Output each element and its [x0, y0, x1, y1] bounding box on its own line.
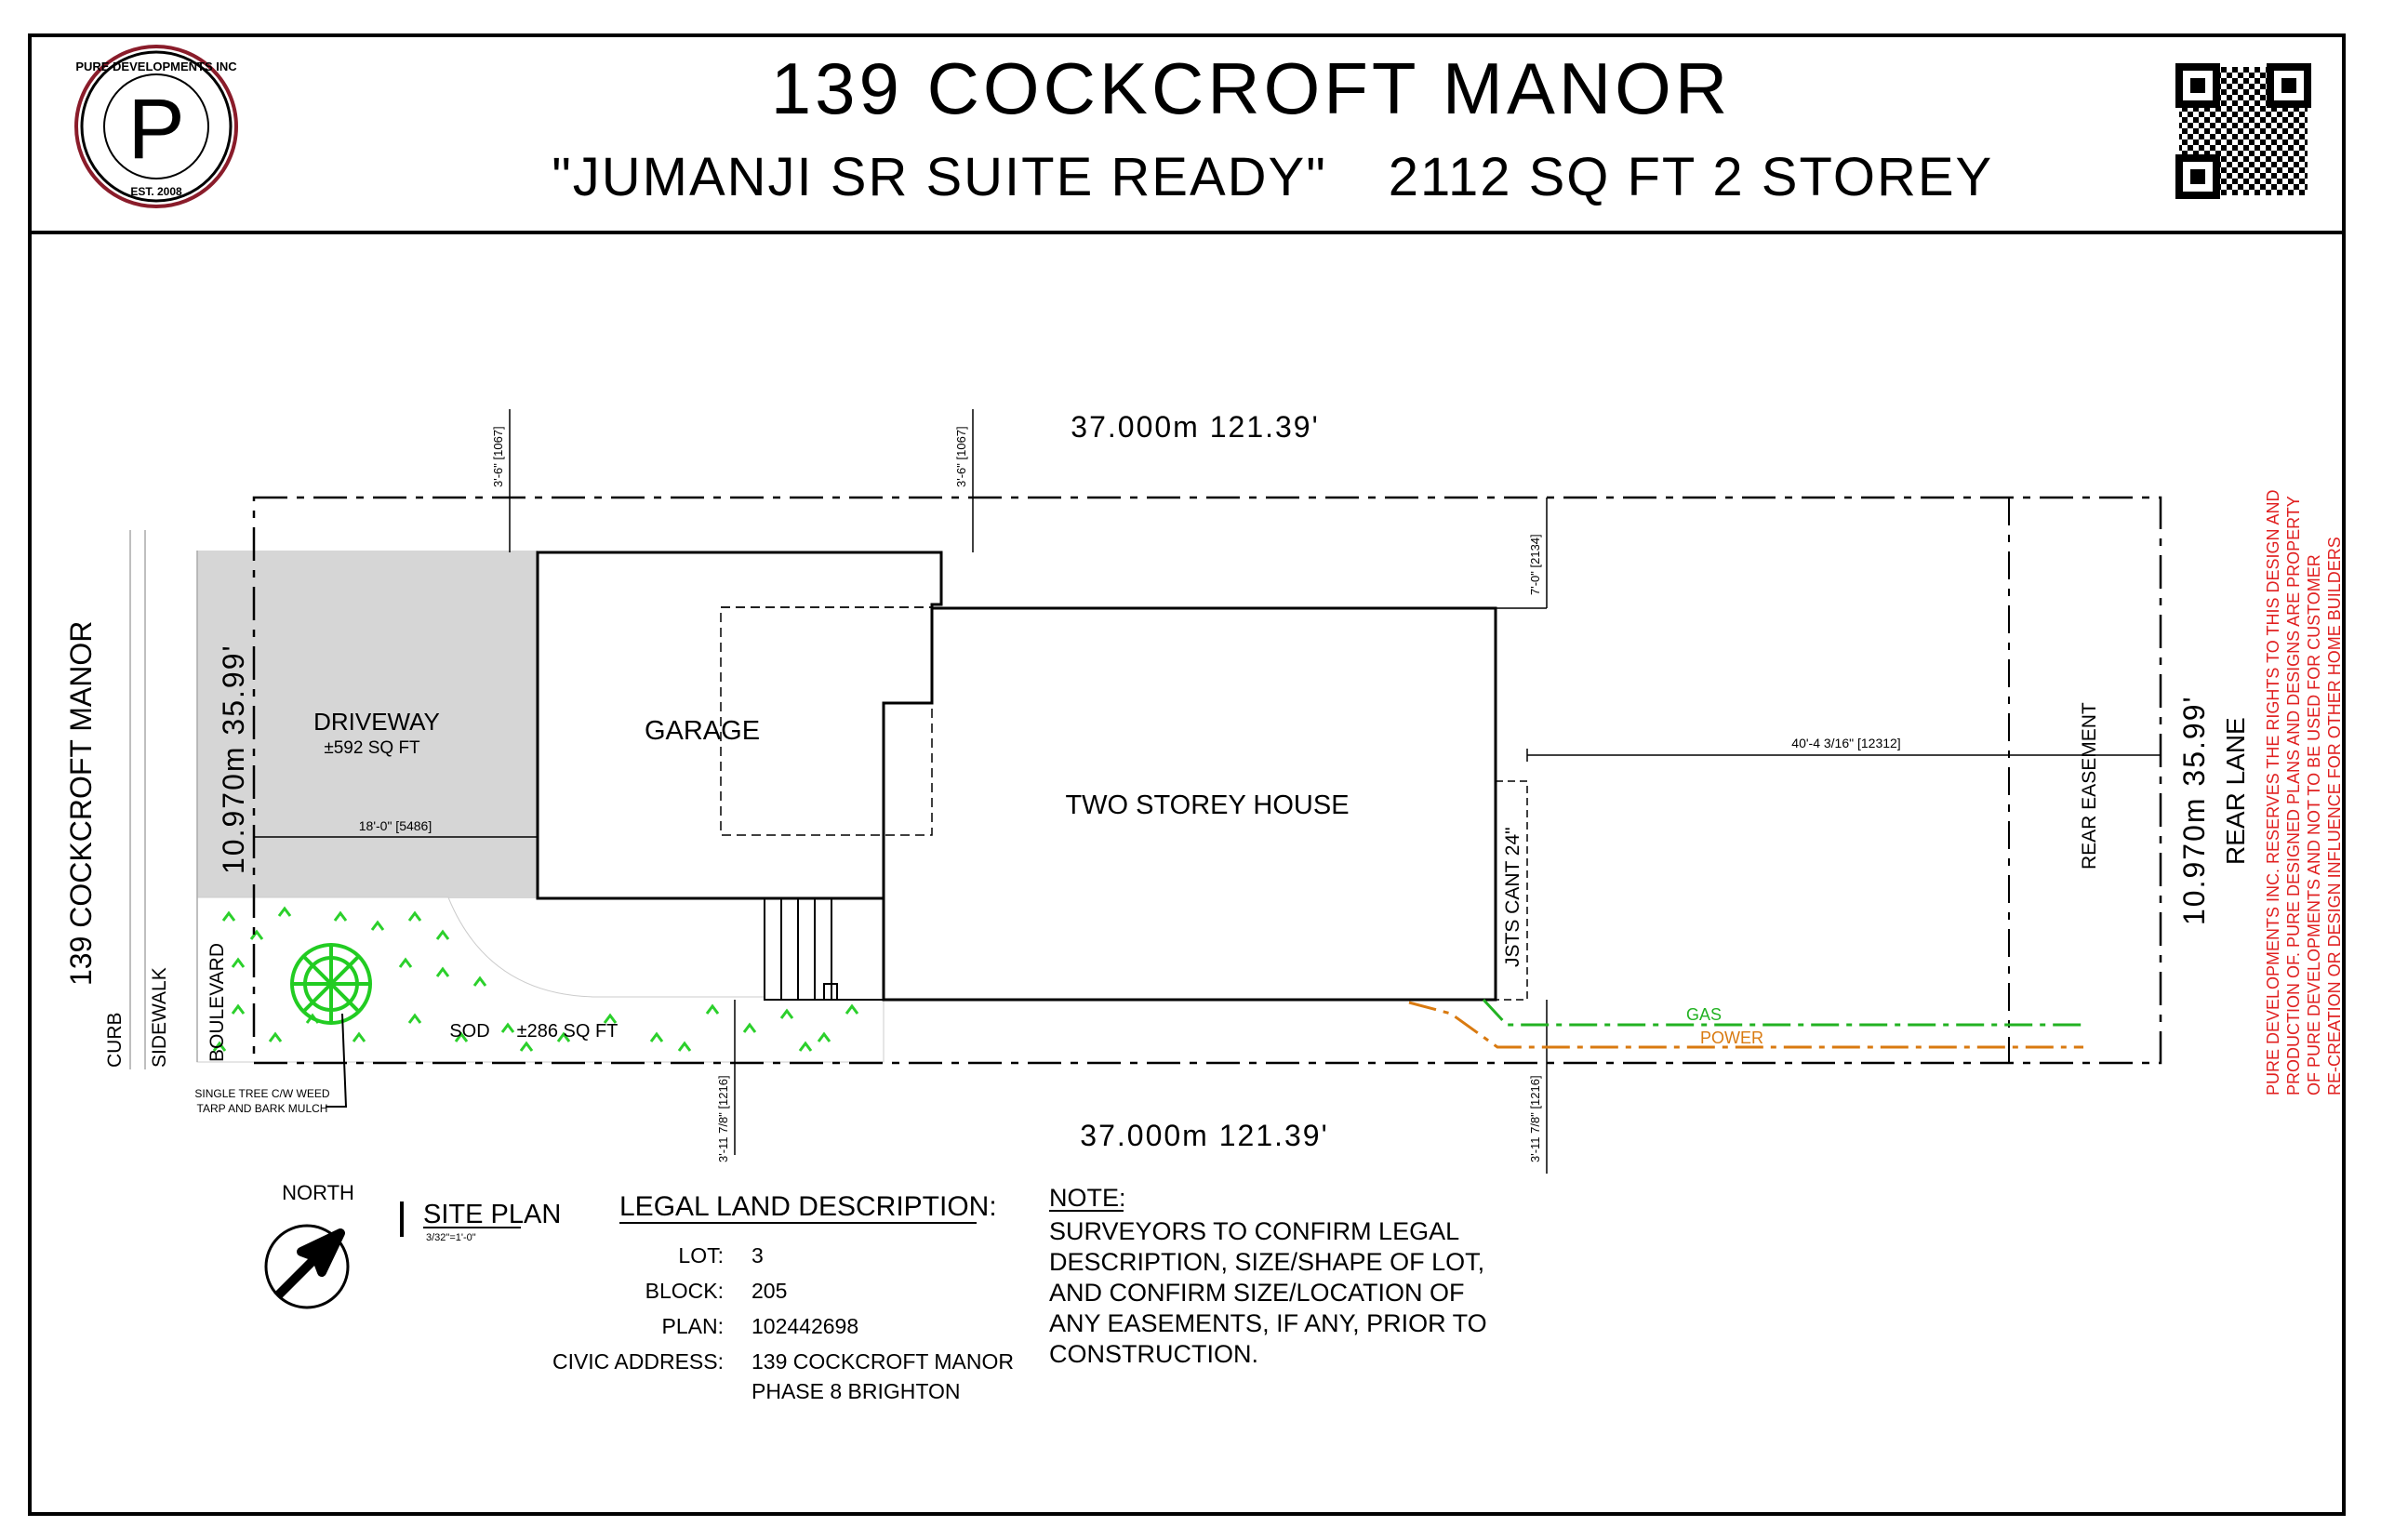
- sheet-border: [28, 33, 2346, 1516]
- site-plan-scale: 3/32"=1'-0": [426, 1232, 476, 1243]
- qr-code: [2175, 63, 2311, 199]
- north-arrow-icon: [264, 1224, 350, 1309]
- note-line-2: DESCRIPTION, SIZE/SHAPE OF LOT,: [1049, 1248, 1484, 1276]
- model-name: "JUMANJI SR SUITE READY": [552, 147, 1327, 207]
- copyright-line-2: PRODUCTION OF. PURE DESIGNED PLANS AND D…: [2284, 496, 2303, 1095]
- top-dimension: 37.000m 121.39': [1071, 410, 1319, 444]
- cantilever-dashed: [1495, 780, 1528, 1001]
- street-label: 139 COCKCROFT MANOR: [64, 621, 98, 986]
- sidewalk-label: SIDEWALK: [149, 967, 170, 1068]
- logo-letter: P: [127, 82, 184, 177]
- house-label: TWO STOREY HOUSE: [1065, 790, 1349, 820]
- curb-label: CURB: [104, 1012, 126, 1068]
- civic-value-1: 139 COCKCROFT MANOR: [752, 1349, 1014, 1374]
- tree-symbol: [290, 943, 372, 1025]
- right-dimension: 10.970m 35.99': [2177, 695, 2211, 925]
- tree-note-1: SINGLE TREE C/W WEED: [194, 1087, 329, 1100]
- site-plan-title: SITE PLAN: [423, 1200, 561, 1229]
- dimension-7-0: 7'-0" [2134]: [1528, 534, 1542, 595]
- power-line: [1408, 1001, 2083, 1049]
- note-line-4: ANY EASEMENTS, IF ANY, PRIOR TO: [1049, 1309, 1487, 1337]
- garage-label: GARAGE: [645, 716, 760, 746]
- rear-lane-label: REAR LANE: [2221, 717, 2250, 865]
- note-heading: NOTE:: [1049, 1184, 1126, 1212]
- bottom-dimension: 37.000m 121.39': [1080, 1119, 1328, 1152]
- copyright-line-1: PURE DEVELOPMENTS INC. RESERVES THE RIGH…: [2264, 490, 2282, 1095]
- model-size: 2112 SQ FT 2 STOREY: [1389, 147, 1993, 207]
- tree-leader-line: [326, 1013, 348, 1108]
- civic-label: CIVIC ADDRESS:: [552, 1349, 724, 1374]
- gas-label: GAS: [1686, 1005, 1722, 1024]
- driveway-label: DRIVEWAY: [313, 708, 440, 736]
- copyright-line-3: OF PURE DEVELOPMENTS AND NOT TO BE USED …: [2305, 554, 2323, 1095]
- block-value: 205: [752, 1279, 787, 1303]
- plan-label: PLAN:: [662, 1314, 724, 1338]
- left-dimension: 10.970m 35.99': [217, 644, 250, 874]
- logo-text-bottom: EST. 2008: [130, 185, 182, 198]
- power-label: POWER: [1700, 1029, 1763, 1047]
- front-steps: [764, 897, 885, 1001]
- lot-value: 3: [752, 1243, 764, 1268]
- copyright-notice: PURE DEVELOPMENTS INC. RESERVES THE RIGH…: [2264, 490, 2344, 1095]
- plan-value: 102442698: [752, 1314, 858, 1338]
- upper-floor-dashed: [720, 606, 933, 836]
- legal-heading: LEGAL LAND DESCRIPTION:: [619, 1191, 997, 1222]
- dimension-3-11-right: 3'-11 7/8" [1216]: [1528, 1075, 1542, 1162]
- boulevard-label: BOULEVARD: [206, 943, 228, 1062]
- lot-label: LOT:: [678, 1243, 724, 1268]
- property-line: [252, 496, 2162, 1065]
- dimension-lines: [253, 409, 2162, 1174]
- sod-label: SOD: [449, 1021, 489, 1042]
- civic-value-2: PHASE 8 BRIGHTON: [752, 1379, 961, 1403]
- joists-label: JSTS CANT 24": [1502, 827, 1523, 967]
- copyright-line-4: RE-CREATION OR DESIGN INFLUENCE FOR OTHE…: [2325, 537, 2344, 1095]
- dimension-40: 40'-4 3/16" [12312]: [1791, 736, 1900, 750]
- dimension-3-6-left: 3'-6" [1067]: [491, 426, 505, 487]
- dimension-3-11-left: 3'-11 7/8" [1216]: [716, 1075, 730, 1162]
- note-line-1: SURVEYORS TO CONFIRM LEGAL: [1049, 1217, 1459, 1245]
- page-title: 139 COCKCROFT MANOR: [771, 47, 1731, 129]
- note-line-3: AND CONFIRM SIZE/LOCATION OF: [1049, 1279, 1465, 1307]
- note-line-5: CONSTRUCTION.: [1049, 1340, 1258, 1368]
- north-label: NORTH: [282, 1181, 354, 1204]
- dimension-3-6-right: 3'-6" [1067]: [954, 426, 968, 487]
- sod-area-label: ±286 SQ FT: [517, 1021, 619, 1042]
- tree-note-2: TARP AND BARK MULCH: [197, 1102, 328, 1115]
- logo-text-top: PURE DEVELOPMENTS INC: [75, 60, 237, 73]
- gas-line: [1482, 998, 2083, 1027]
- company-logo: P PURE DEVELOPMENTS INC EST. 2008: [74, 45, 238, 208]
- driveway-area-label: ±592 SQ FT: [324, 738, 420, 758]
- block-label: BLOCK:: [645, 1279, 724, 1303]
- house-footprint: [536, 551, 1497, 1002]
- dimension-18: 18'-0" [5486]: [359, 818, 432, 833]
- rear-easement-label: REAR EASEMENT: [2079, 702, 2100, 870]
